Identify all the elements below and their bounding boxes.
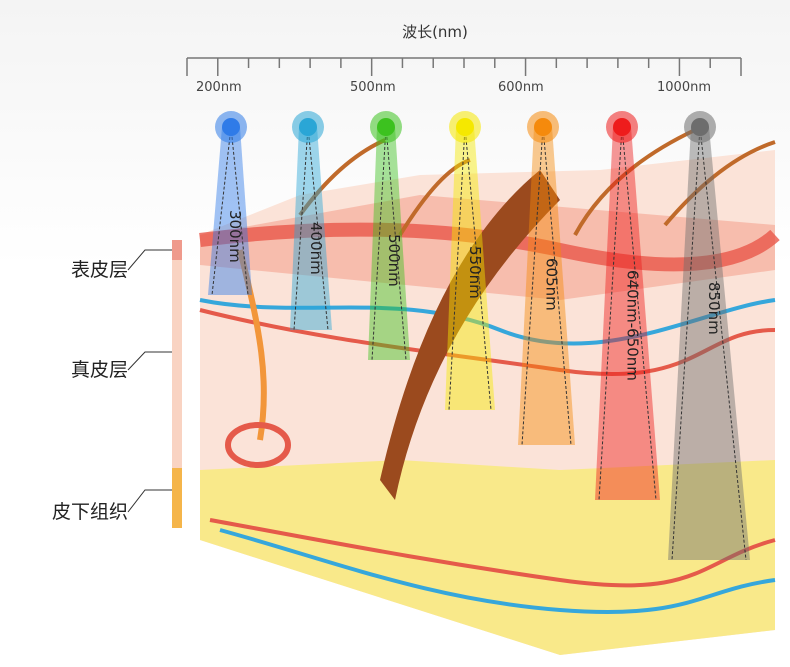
beam-edge (307, 126, 329, 331)
beam-edge (521, 126, 544, 446)
beam-edge (293, 126, 309, 331)
beam-wavelength-label: 605nm (543, 258, 561, 311)
light-source-dot (613, 118, 631, 136)
light-source-dot (377, 118, 395, 136)
beam-edge (230, 126, 249, 296)
light-beams: 300nm 400nm 500nm 550nm 605nm 640nm-650nm 850n… (208, 111, 750, 561)
layer-bar-subcutis (172, 468, 182, 528)
beam-edge (598, 126, 623, 501)
beam-edge (211, 126, 232, 296)
tick-label-500nm: 500nm (350, 80, 396, 95)
light-beam (518, 127, 575, 445)
tick-label-600nm: 600nm (498, 80, 544, 95)
beam-edge (385, 126, 407, 361)
beam-edge (621, 126, 657, 501)
layer-bar-epidermis (172, 240, 182, 260)
beam-wavelength-label: 300nm (226, 210, 244, 263)
label-dermis: 真皮层 (70, 359, 128, 381)
light-source-dot (691, 118, 709, 136)
beam-edge (448, 126, 466, 411)
beam-edge (542, 126, 572, 446)
beam-wavelength-label: 400nm (307, 222, 325, 275)
light-beam (595, 127, 660, 500)
light-beam (368, 127, 410, 360)
light-source-dot (534, 118, 552, 136)
light-source-dot (222, 118, 240, 136)
light-beam (668, 127, 750, 560)
label-epidermis: 表皮层 (70, 259, 128, 281)
label-subcutis: 皮下组织 (51, 501, 128, 523)
light-source-dot (456, 118, 474, 136)
beam-edge (699, 126, 747, 561)
light-beam (445, 127, 495, 410)
beam-edge (671, 126, 701, 561)
skin-cross-section (199, 128, 780, 655)
beam-edge (464, 126, 492, 411)
axis-title: 波长(nm) (402, 23, 468, 41)
beam-wavelength-label: 640nm-650nm (624, 270, 642, 381)
layer-bar-dermis (172, 260, 182, 468)
beam-edge (371, 126, 387, 361)
wavelength-ruler (186, 57, 742, 76)
light-beam (290, 127, 332, 330)
beam-wavelength-label: 850nm (705, 282, 723, 335)
light-source-dot (299, 118, 317, 136)
light-beam (208, 127, 252, 295)
beam-wavelength-label: 550nm (466, 246, 484, 299)
beam-wavelength-label: 500nm (385, 234, 403, 287)
tick-label-200nm: 200nm (196, 80, 242, 95)
tick-label-1000nm: 1000nm (657, 80, 711, 95)
